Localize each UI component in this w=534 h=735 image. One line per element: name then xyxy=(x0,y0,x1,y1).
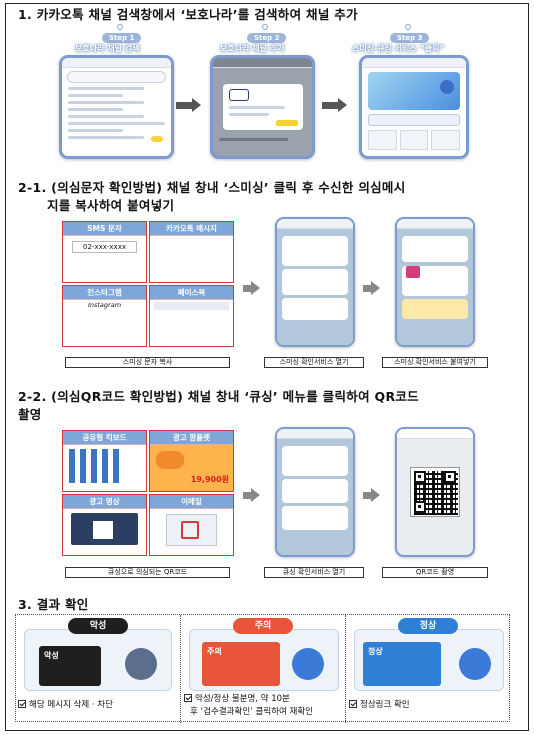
badge-malicious: 악성 xyxy=(68,618,128,634)
section1-heading: 1. 카카오톡 채널 검색창에서 ‘보호나라’를 검색하여 채널 추가 xyxy=(18,7,358,22)
tile-sms-number: 02-xxx-xxxx xyxy=(72,241,137,253)
tile-email-title: 이메일 xyxy=(150,495,233,509)
section22-heading-line1: 2-2. (의심QR코드 확인방법) 채널 창내 ‘큐싱’ 메뉴를 클릭하여 Q… xyxy=(18,389,419,404)
note-normal: 정상링크 확인 xyxy=(349,699,410,712)
smishing-phone-paste xyxy=(395,217,475,347)
tile-kickboard: 공유형 킥보드 xyxy=(62,430,147,492)
caption-smishing-paste: 스미싱 확인서비스 붙여넣기 xyxy=(382,357,488,368)
arrow-2 xyxy=(322,98,347,112)
tile-kakao-title: 카카오톡 메시지 xyxy=(150,222,233,236)
tile-facebook-title: 페이스북 xyxy=(150,286,233,300)
tile-flyer-price: 19,900원 xyxy=(190,475,229,484)
result-card-caution: 주의 xyxy=(189,629,339,691)
step2-phone xyxy=(210,55,315,159)
tile-flyer-title: 광고 팜플렛 xyxy=(150,431,233,445)
tile-video-ad-title: 광고 영상 xyxy=(63,495,146,509)
checkbox-icon xyxy=(349,700,357,708)
step2-dot xyxy=(262,24,268,30)
result-card-malicious-title: 악성 xyxy=(44,651,59,660)
tile-facebook: 페이스북 xyxy=(149,285,234,347)
section21-heading-line1: 2-1. (의심문자 확인방법) 채널 창내 ‘스미싱’ 클릭 후 수신한 의심… xyxy=(18,180,406,195)
result-col-caution xyxy=(181,615,346,723)
step1-phone xyxy=(59,55,174,159)
tile-sms-title: SMS 문자 xyxy=(63,222,146,236)
checkbox-icon xyxy=(18,700,26,708)
section22-heading-line2: 촬영 xyxy=(18,407,42,422)
result-col-malicious xyxy=(16,615,181,723)
note-malicious: 해당 메시지 삭제 · 차단 xyxy=(18,699,113,712)
section3-heading: 3. 결과 확인 xyxy=(18,597,89,612)
step3-pill: Step 3 xyxy=(390,33,430,43)
tile-instagram: 인스타그램 Instagram xyxy=(62,285,147,347)
tile-email: 이메일 xyxy=(149,494,234,556)
result-card-malicious: 악성 xyxy=(24,629,172,691)
step1-pill: Step 1 xyxy=(102,33,142,43)
tile-instagram-brand: Instagram xyxy=(87,301,122,309)
caption-smishing-open: 스미싱 확인서비스 열기 xyxy=(264,357,364,368)
caption-qushing-open: 큐싱 확인서비스 열기 xyxy=(264,567,364,578)
result-card-normal-title: 정상 xyxy=(368,647,383,656)
tile-sms: SMS 문자 02-xxx-xxxx xyxy=(62,221,147,283)
qr-scan-phone xyxy=(395,427,475,557)
step3-label: 스미싱·큐싱 서비스 “클릭” xyxy=(352,44,445,53)
badge-caution: 주의 xyxy=(233,618,293,634)
qushing-phone-open xyxy=(275,427,355,557)
result-card-caution-title: 주의 xyxy=(207,647,222,656)
arrow-3 xyxy=(243,281,260,295)
step1-dot xyxy=(117,24,123,30)
arrow-1 xyxy=(176,98,201,112)
arrow-6 xyxy=(363,488,380,502)
tile-kickboard-title: 공유형 킥보드 xyxy=(63,431,146,445)
tile-video-ad: 광고 영상 xyxy=(62,494,147,556)
note-caution: 악성/정상 불분명, 약 10분 후 ‘검수결과확인’ 클릭하여 재확인 xyxy=(184,693,313,719)
arrow-5 xyxy=(243,488,260,502)
step2-label: 보호나라 채널 추가 xyxy=(220,44,285,53)
results-table: 악성 악성 해당 메시지 삭제 · 차단 주의 주의 악성/정상 불분명, 약 … xyxy=(15,614,510,723)
step2-pill: Step 2 xyxy=(247,33,287,43)
section21-heading-line2: 지를 복사하여 붙여넣기 xyxy=(47,198,175,213)
step1-label: 보호나라 채널 검색 xyxy=(75,44,140,53)
caption-qr-capture: QR코드 촬영 xyxy=(382,567,488,578)
badge-normal: 정상 xyxy=(398,618,458,634)
caption-suspect-qr: 큐싱으로 의심되는 QR코드 xyxy=(65,567,230,578)
tile-instagram-title: 인스타그램 xyxy=(63,286,146,300)
tile-flyer: 광고 팜플렛 19,900원 xyxy=(149,430,234,492)
smishing-phone-open xyxy=(275,217,355,347)
arrow-4 xyxy=(363,281,380,295)
result-card-normal: 정상 xyxy=(354,629,504,691)
tile-kakao: 카카오톡 메시지 xyxy=(149,221,234,283)
caption-smishing-copy: 스미싱 문자 복사 xyxy=(65,357,230,368)
step3-dot xyxy=(405,24,411,30)
checkbox-icon xyxy=(184,694,192,702)
document-frame xyxy=(5,3,529,731)
step3-phone xyxy=(359,55,469,159)
qr-code-image xyxy=(410,467,460,517)
